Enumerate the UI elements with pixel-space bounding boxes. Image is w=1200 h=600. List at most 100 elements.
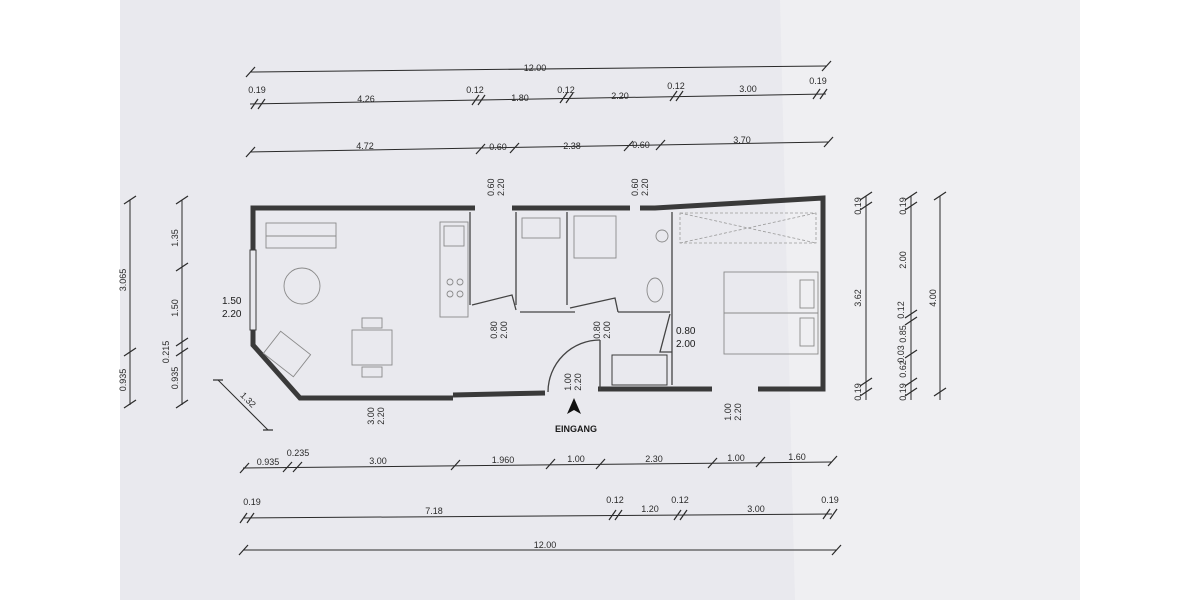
opening-label: 2.20 [733, 403, 743, 421]
tick [933, 387, 947, 397]
tick [812, 88, 821, 100]
tick [250, 98, 259, 110]
dim-label: 1.80 [511, 93, 529, 103]
tick [933, 191, 947, 201]
sofa [265, 222, 337, 249]
bottom-dimension-chains: 0.935 0.235 3.00 1.960 1.00 2.30 1.00 1.… [238, 448, 842, 556]
top-dim-line-2 [249, 93, 827, 105]
dim-label: 1.00 [727, 453, 745, 463]
wardrobe [679, 212, 817, 244]
shower [573, 215, 617, 259]
top-dim-line-3 [249, 141, 829, 153]
tick [559, 92, 568, 104]
dim-label: 1.50 [170, 299, 180, 317]
opening-label: 2.00 [676, 339, 696, 350]
dim-label: 0.215 [161, 341, 171, 364]
tick [679, 509, 688, 521]
dim-label: 0.60 [489, 142, 507, 152]
tick [614, 509, 623, 521]
dim-label: 2.20 [611, 91, 629, 101]
tick [859, 377, 873, 387]
dim-label: 3.70 [733, 135, 751, 145]
tick [904, 201, 918, 211]
dim-label: 0.19 [898, 383, 908, 401]
entrance-label: EINGANG [555, 424, 597, 434]
tick [859, 387, 873, 397]
dim-label: 0.12 [667, 81, 685, 91]
dim-label: 0.235 [287, 448, 310, 458]
opening-label: 0.80 [489, 321, 499, 339]
tick [673, 509, 682, 521]
pillow [799, 317, 815, 347]
dim-label: 0.62 [898, 360, 908, 378]
tick [859, 201, 873, 211]
tick [904, 377, 918, 387]
tick [831, 544, 842, 556]
opening-label: 0.60 [630, 178, 640, 196]
tick [755, 456, 766, 468]
tick [822, 508, 831, 520]
chair [361, 366, 383, 378]
tick [475, 143, 486, 155]
left-dim-line-diagonal [217, 379, 269, 431]
tick [608, 509, 617, 521]
dim-label: 0.12 [466, 85, 484, 95]
outer-wall [250, 205, 475, 401]
ticks [239, 455, 838, 474]
dim-label: 0.12 [557, 85, 575, 95]
tick [827, 455, 838, 467]
tick [904, 349, 918, 359]
tick [545, 458, 556, 470]
window [249, 249, 257, 331]
dim-label: 3.00 [369, 456, 387, 466]
top-dimension-chains: 12.00 0.19 4.26 0.12 1.80 0.12 2.20 0.12… [245, 60, 834, 158]
tick [623, 140, 634, 152]
tick [175, 347, 189, 357]
dim-label: 0.12 [671, 495, 689, 505]
dim-label: 0.935 [118, 369, 128, 392]
dim-label: 0.19 [853, 383, 863, 401]
dim-label: 12.00 [534, 540, 557, 550]
tick [829, 508, 838, 520]
opening-label: 2.00 [499, 321, 509, 339]
dim-label: 0.19 [898, 197, 908, 215]
door-swing [659, 313, 672, 353]
dim-label: 3.00 [739, 84, 757, 94]
dim-label: 1.00 [567, 454, 585, 464]
dim-label: 1.60 [788, 452, 806, 462]
opening-label: 0.80 [592, 321, 602, 339]
tick [282, 461, 293, 473]
door-swing [471, 294, 517, 311]
pillow [799, 279, 815, 309]
dim-label: 12.00 [524, 63, 547, 73]
dim-label: 1.35 [170, 229, 180, 247]
opening-label: 2.00 [602, 321, 612, 339]
wardrobe-cross [679, 212, 817, 244]
cabinet [521, 217, 561, 239]
opening-label: 1.00 [723, 403, 733, 421]
dim-label: 3.00 [747, 504, 765, 514]
paper-fold-shade [780, 0, 1080, 600]
tick [257, 98, 266, 110]
tick [175, 399, 189, 409]
dim-label: 3.065 [118, 269, 128, 292]
dim-label: 2.30 [645, 454, 663, 464]
tick [509, 142, 520, 154]
door-swing [569, 297, 619, 313]
tick [175, 262, 189, 272]
tick [471, 94, 480, 106]
tick [904, 387, 918, 397]
outer-wall-entrance-left [452, 390, 546, 398]
dim-label: 0.85 [898, 325, 908, 343]
bottom-dim-line-2 [242, 513, 833, 519]
tick [707, 457, 718, 469]
tick [292, 461, 303, 473]
stove-burner [446, 290, 454, 298]
dim-label: 0.19 [853, 197, 863, 215]
dim-label: 3.62 [853, 289, 863, 307]
opening-label: 1.00 [563, 373, 573, 391]
window [611, 354, 668, 386]
bottom-dim-line-1 [242, 461, 833, 469]
tick [904, 309, 918, 319]
tick [904, 316, 918, 326]
